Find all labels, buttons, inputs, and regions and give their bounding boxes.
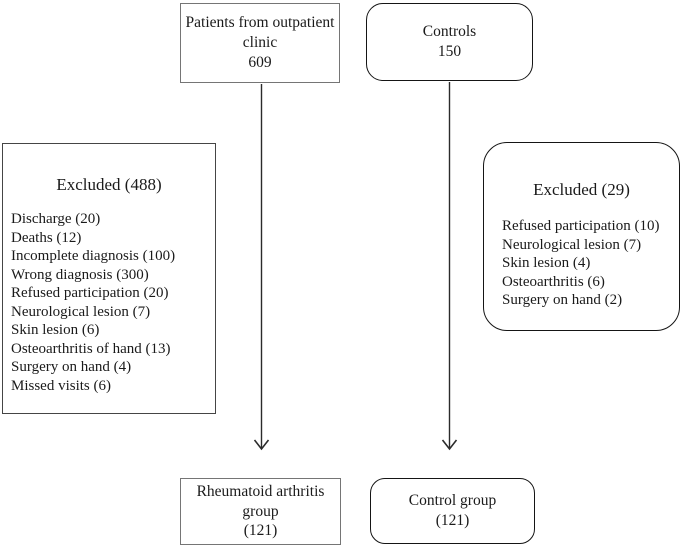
list-item: Wrong diagnosis (300) [11,266,149,283]
list-item: Refused participation (20) [11,285,169,301]
down-arrow-controls [441,82,458,451]
list-item: Surgery on hand (4) [11,359,132,375]
list-item: Surgery on hand (2) [502,292,623,308]
list-item: Osteoarthritis of hand (13) [11,340,171,357]
list-item: Neurological lesion (7) [11,303,151,320]
list-item: Missed visits (6) [11,377,112,394]
list-item: Osteoarthritis (6) [502,273,605,290]
excluded-controls-title: Excluded (29) [533,180,630,199]
list-item: Incomplete diagnosis (100) [11,248,176,264]
list-item: Skin lesion (4) [502,255,591,271]
list-item: Deaths (12) [11,229,82,246]
control-group-label: Control group [408,492,497,510]
excluded-controls-list: Refused participation (10) Neurological … [484,217,679,310]
list-item: Skin lesion (6) [11,322,100,338]
controls-label: Controls [422,23,477,41]
ra-group-count: (121) [243,522,278,540]
excluded-controls-box: Excluded (29) Refused participation (10)… [483,142,680,331]
list-item: Discharge (20) [11,211,101,227]
patients-source-box: Patients from outpatient clinic 609 [180,3,340,83]
controls-count: 150 [437,43,462,60]
list-item: Refused participation (10) [502,218,660,234]
ra-group-label: Rheumatoid arthritis group [196,482,325,520]
list-item: Neurological lesion (7) [502,236,642,253]
patients-count: 609 [248,53,272,71]
down-arrow-patients [253,84,270,451]
rheumatoid-arthritis-group-box: Rheumatoid arthritis group (121) [180,478,341,545]
excluded-patients-title: Excluded (488) [56,175,162,194]
excluded-patients-list: Discharge (20) Deaths (12) Incomplete di… [3,210,215,395]
excluded-patients-box: Excluded (488) Discharge (20) Deaths (12… [2,143,216,414]
control-group-count: (121) [435,512,470,529]
controls-source-box: Controls 150 [366,3,533,81]
patients-label: Patients from outpatient clinic [185,14,335,52]
control-group-box: Control group (121) [370,478,535,544]
